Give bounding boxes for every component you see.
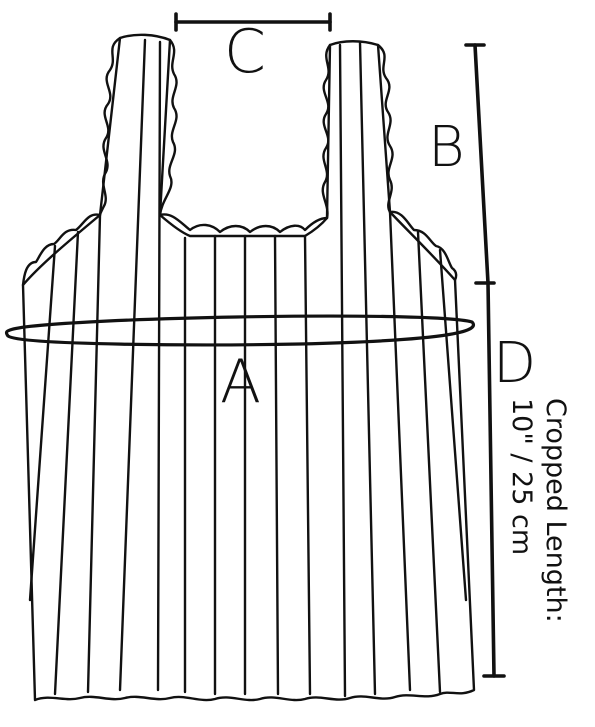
neckline-scallop (158, 213, 329, 234)
garment-outline (21, 33, 476, 702)
strap-left-scallop (98, 36, 122, 217)
cropped-length-value: 10" / 25 cm (506, 398, 537, 556)
label-b: B (428, 115, 465, 180)
label-d: D (493, 331, 537, 396)
label-c: C (224, 17, 266, 87)
rib-lines (28, 38, 468, 698)
armhole-left-scallop (21, 213, 102, 287)
strap-left-inner-scallop (158, 38, 178, 217)
label-a: A (220, 347, 262, 417)
cropped-length-title: Cropped Length: (540, 398, 571, 623)
strap-right-inner-scallop (321, 43, 332, 220)
measure-d-line (486, 281, 496, 678)
measure-a-loop (4, 314, 475, 347)
armhole-right-scallop (388, 210, 458, 282)
measure-b-line (473, 43, 490, 285)
strap-right-outer-scallop (376, 43, 394, 214)
